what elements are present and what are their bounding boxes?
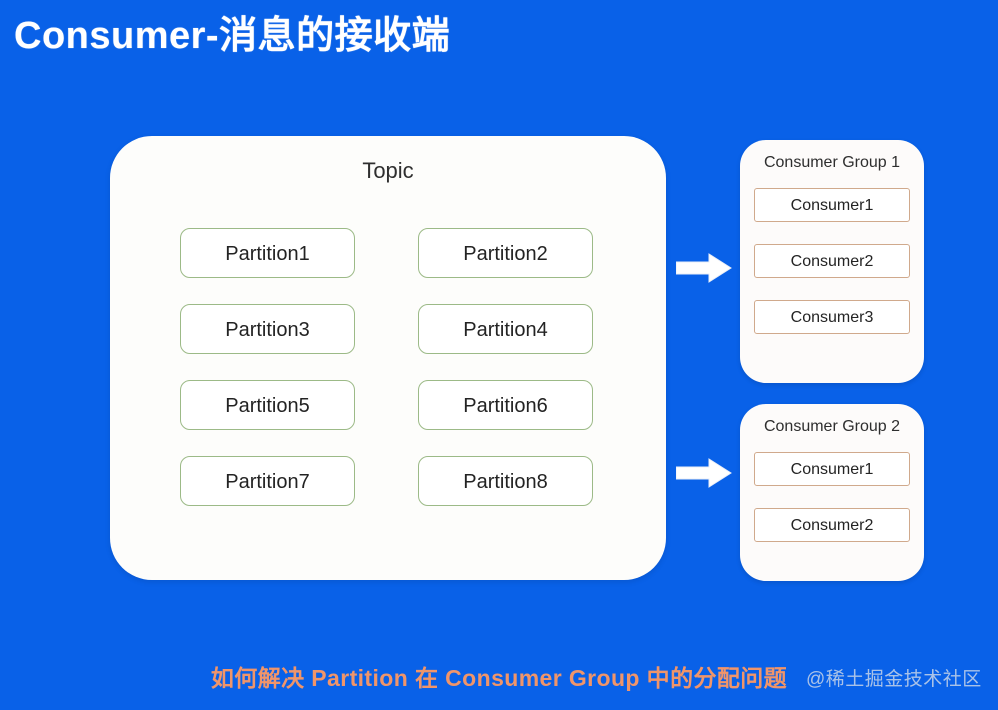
consumer-box[interactable]: Consumer1 [754, 188, 910, 222]
partition-box[interactable]: Partition4 [418, 304, 593, 354]
topic-title: Topic [362, 158, 414, 183]
partition-box[interactable]: Partition1 [180, 228, 355, 278]
partition-box[interactable]: Partition2 [418, 228, 593, 278]
consumer-group-title: Consumer Group 2 [763, 418, 901, 435]
consumer-box[interactable]: Consumer1 [754, 452, 910, 486]
consumer-box[interactable]: Consumer2 [754, 508, 910, 542]
watermark: @稀土掘金技术社区 [806, 669, 982, 690]
partition-box[interactable]: Partition7 [180, 456, 355, 506]
consumer-list: Consumer1 Consumer2 Consumer3 [754, 188, 910, 334]
partition-box[interactable]: Partition6 [418, 380, 593, 430]
partition-grid: Partition1 Partition2 Partition3 Partiti… [180, 228, 600, 506]
consumer-box[interactable]: Consumer2 [754, 244, 910, 278]
arrow-right-icon [676, 458, 732, 488]
consumer-group-title: Consumer Group 1 [763, 154, 901, 171]
partition-box[interactable]: Partition8 [418, 456, 593, 506]
partition-box[interactable]: Partition3 [180, 304, 355, 354]
consumer-group-panel: Consumer Group 2 Consumer1 Consumer2 [740, 404, 924, 581]
caption-text: 如何解决 Partition 在 Consumer Group 中的分配问题 [210, 665, 788, 691]
partition-box[interactable]: Partition5 [180, 380, 355, 430]
arrow-right-icon [676, 253, 732, 283]
consumer-group-panel: Consumer Group 1 Consumer1 Consumer2 Con… [740, 140, 924, 383]
topic-panel: Topic Partition1 Partition2 Partition3 P… [110, 136, 666, 580]
consumer-box[interactable]: Consumer3 [754, 300, 910, 334]
consumer-list: Consumer1 Consumer2 [754, 452, 910, 542]
page-title: Consumer-消息的接收端 [14, 15, 451, 57]
